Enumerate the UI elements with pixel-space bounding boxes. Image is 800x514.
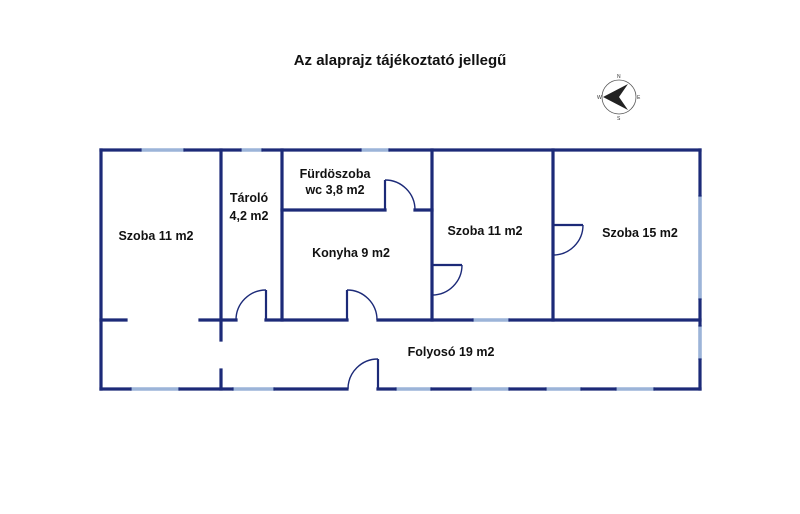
walls [99,148,702,391]
doors [235,179,584,390]
room-label-folyoso: Folyosó 19 m2 [408,345,495,359]
compass-w: W [597,95,602,101]
door-entrance [347,358,380,390]
door-bathroom [383,179,416,211]
door-room-right [552,223,584,256]
door-storage [235,289,268,321]
room-label-tarolo-area: 4,2 m2 [230,209,269,223]
door-kitchen [345,289,378,321]
compass-e: E [637,95,641,101]
windows [130,148,702,391]
room-label-szoba-2: Szoba 11 m2 [447,224,522,238]
room-label-furdoszoba: Fürdöszoba [300,167,372,181]
compass-icon: N E S W [597,74,641,122]
door-room-middle [431,263,463,296]
room-label-tarolo: Tároló [230,191,269,205]
compass-n: N [617,74,621,80]
room-label-furdoszoba-area: wc 3,8 m2 [304,183,364,197]
room-label-szoba-3: Szoba 15 m2 [602,226,678,240]
room-label-konyha: Konyha 9 m2 [312,246,390,260]
room-labels: Szoba 11 m2 Tároló 4,2 m2 Fürdöszoba wc … [118,167,677,359]
compass-s: S [617,116,621,122]
plan-title: Az alaprajz tájékoztató jellegű [293,52,507,69]
room-label-szoba-1: Szoba 11 m2 [118,229,193,243]
